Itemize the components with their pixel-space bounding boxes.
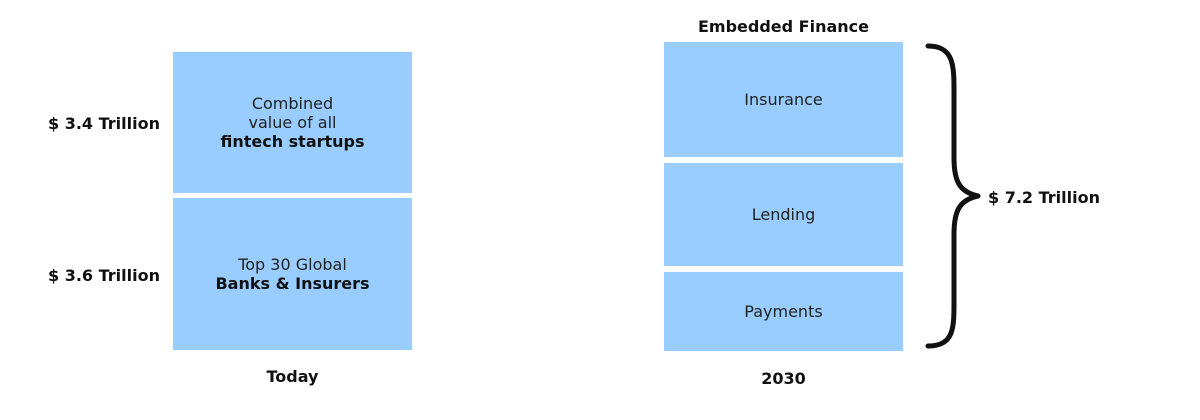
segment-text: Payments <box>744 302 823 321</box>
value-label-fintech: $ 3.4 Trillion <box>48 114 160 133</box>
total-value-label-2030: $ 7.2 Trillion <box>988 188 1100 207</box>
column-title-embedded-finance: Embedded Finance <box>697 17 869 36</box>
segment-text-line: Top 30 Global <box>238 255 347 274</box>
curly-brace-icon <box>925 43 981 349</box>
segment-text-line: Combined <box>251 94 334 113</box>
today-segment-banks-insurers: Top 30 Global Banks & Insurers <box>173 198 412 350</box>
segment-text: Insurance <box>744 90 823 109</box>
segment-text-bold: Banks & Insurers <box>215 274 370 293</box>
today-segment-fintech-startups: Combined value of all fintech startups <box>173 52 412 193</box>
segment-insurance: Insurance <box>664 42 903 157</box>
segment-payments: Payments <box>664 272 903 351</box>
value-label-banks: $ 3.6 Trillion <box>48 266 160 285</box>
segment-text-line: value of all <box>248 113 337 132</box>
segment-text: Lending <box>751 205 816 224</box>
category-label-2030: 2030 <box>761 369 806 388</box>
segment-lending: Lending <box>664 163 903 266</box>
category-label-today: Today <box>266 367 319 386</box>
segment-text-bold: fintech startups <box>220 132 365 151</box>
